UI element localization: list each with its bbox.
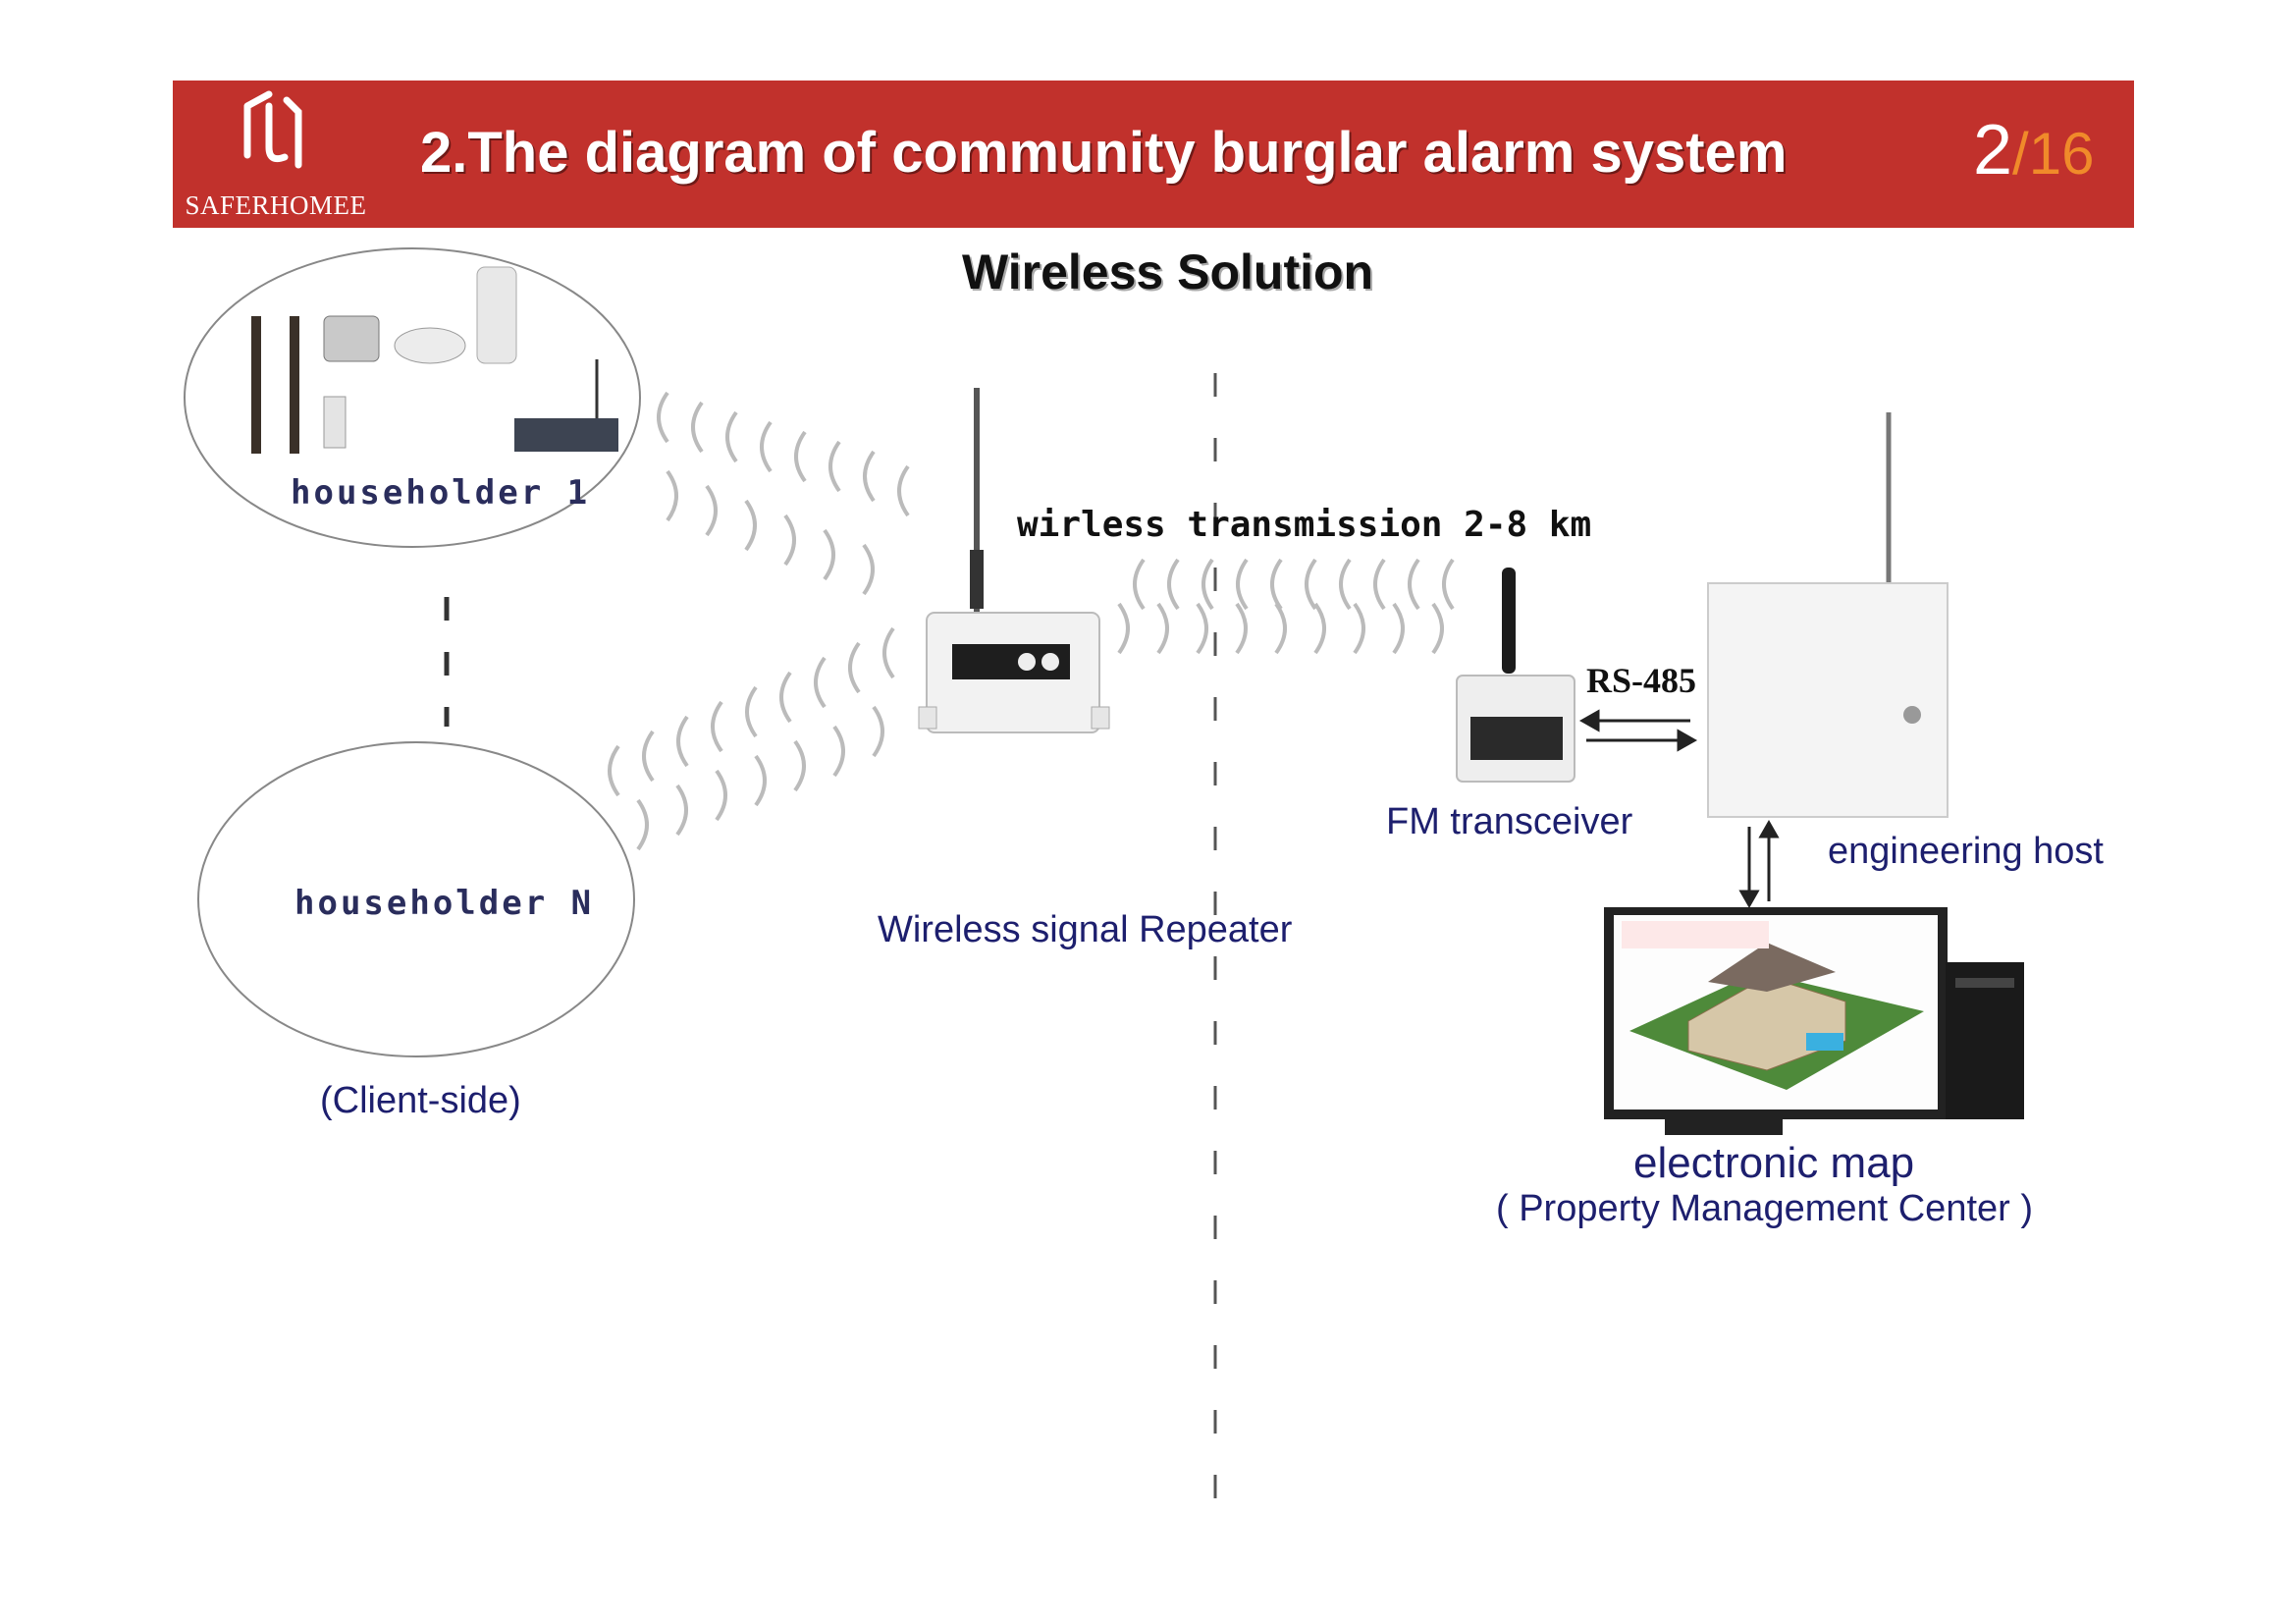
electronic-map-monitor-icon [1604, 907, 2024, 1135]
diagram-subtitle: Wireless Solution [962, 244, 1374, 299]
logo-text: SAFERHOMEE [185, 190, 367, 220]
repeater-label: Wireless signal Repeater [878, 909, 1293, 950]
host-monitor-arrows [1738, 819, 1780, 909]
property-center-label: ( Property Management Center ) [1496, 1188, 2034, 1229]
signal-waves-upper [657, 391, 910, 596]
rs485-arrows [1578, 709, 1698, 752]
header-banner [173, 81, 2134, 228]
client-side-label: (Client-side) [320, 1080, 521, 1121]
detector-devices-icon [251, 266, 618, 454]
engineering-host-icon [1707, 412, 1949, 818]
engineering-host-label: engineering host [1828, 831, 2104, 872]
householder-n-label: householder N [294, 884, 595, 923]
householder-n-ellipse [197, 741, 635, 1057]
householder-1-label: householder 1 [291, 473, 591, 513]
page-total: /16 [2012, 121, 2095, 187]
householder-1-ellipse [184, 247, 641, 548]
wireless-transmission-label: wirless transmission 2-8 km [1017, 505, 1592, 545]
electronic-map-label: electronic map [1633, 1139, 1915, 1187]
rs485-label: RS-485 [1586, 661, 1697, 700]
page-number: 2/16 [1973, 110, 2094, 190]
signal-waves-long-range [1117, 558, 1455, 655]
repeater-device-icon [918, 388, 1110, 733]
saferhomee-logo-icon [243, 90, 302, 169]
fm-transceiver-label: FM transceiver [1386, 801, 1633, 842]
signal-waves-lower [608, 626, 895, 851]
fm-transceiver-icon [1456, 568, 1575, 783]
page-title: 2.The diagram of community burglar alarm… [420, 121, 1788, 185]
page-current: 2 [1973, 111, 2013, 189]
